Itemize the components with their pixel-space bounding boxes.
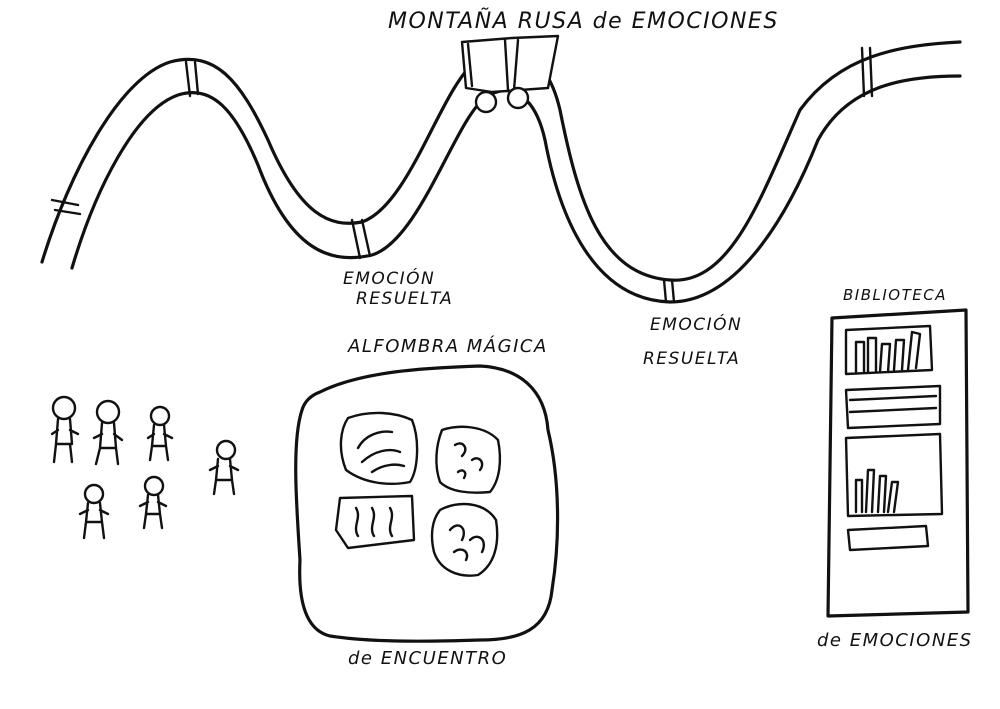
person-5 — [78, 483, 110, 540]
people-group — [50, 395, 240, 540]
person-6 — [138, 475, 168, 530]
carpet-label-bottom: de ENCUENTRO — [348, 648, 507, 669]
library-label-top: BIBLIOTECA — [843, 286, 947, 304]
library-label-bottom: de EMOCIONES — [817, 630, 973, 651]
shelf-1 — [844, 324, 934, 376]
bookshelf — [826, 308, 970, 618]
station-1-label-line2: RESUELTA — [356, 289, 453, 309]
shelf-3 — [844, 432, 944, 518]
shelf-4 — [846, 524, 930, 552]
carpet-card-2 — [435, 425, 502, 494]
carpet-card-3 — [334, 494, 416, 550]
station-1-label-line1: EMOCIÓN — [343, 267, 435, 289]
carpet-card-4 — [430, 502, 499, 577]
rollercoaster-cart — [460, 34, 560, 114]
station-2-label-line1: EMOCIÓN — [650, 313, 742, 335]
books-shelf-3 — [854, 468, 900, 514]
person-1 — [50, 395, 80, 464]
carpet-card-1 — [339, 411, 419, 485]
person-2 — [92, 399, 124, 466]
carpet-label-top: ALFOMBRA MÁGICA — [347, 335, 548, 357]
magic-carpet — [294, 364, 560, 643]
books-shelf-1 — [854, 330, 922, 374]
shelf-2 — [844, 384, 942, 430]
person-3 — [146, 405, 174, 462]
rollercoaster-title: MONTAÑA RUSA de EMOCIONES — [388, 7, 779, 34]
books-shelf-2 — [848, 394, 938, 414]
person-4 — [208, 439, 240, 496]
station-2-label-line2: RESUELTA — [643, 349, 740, 369]
